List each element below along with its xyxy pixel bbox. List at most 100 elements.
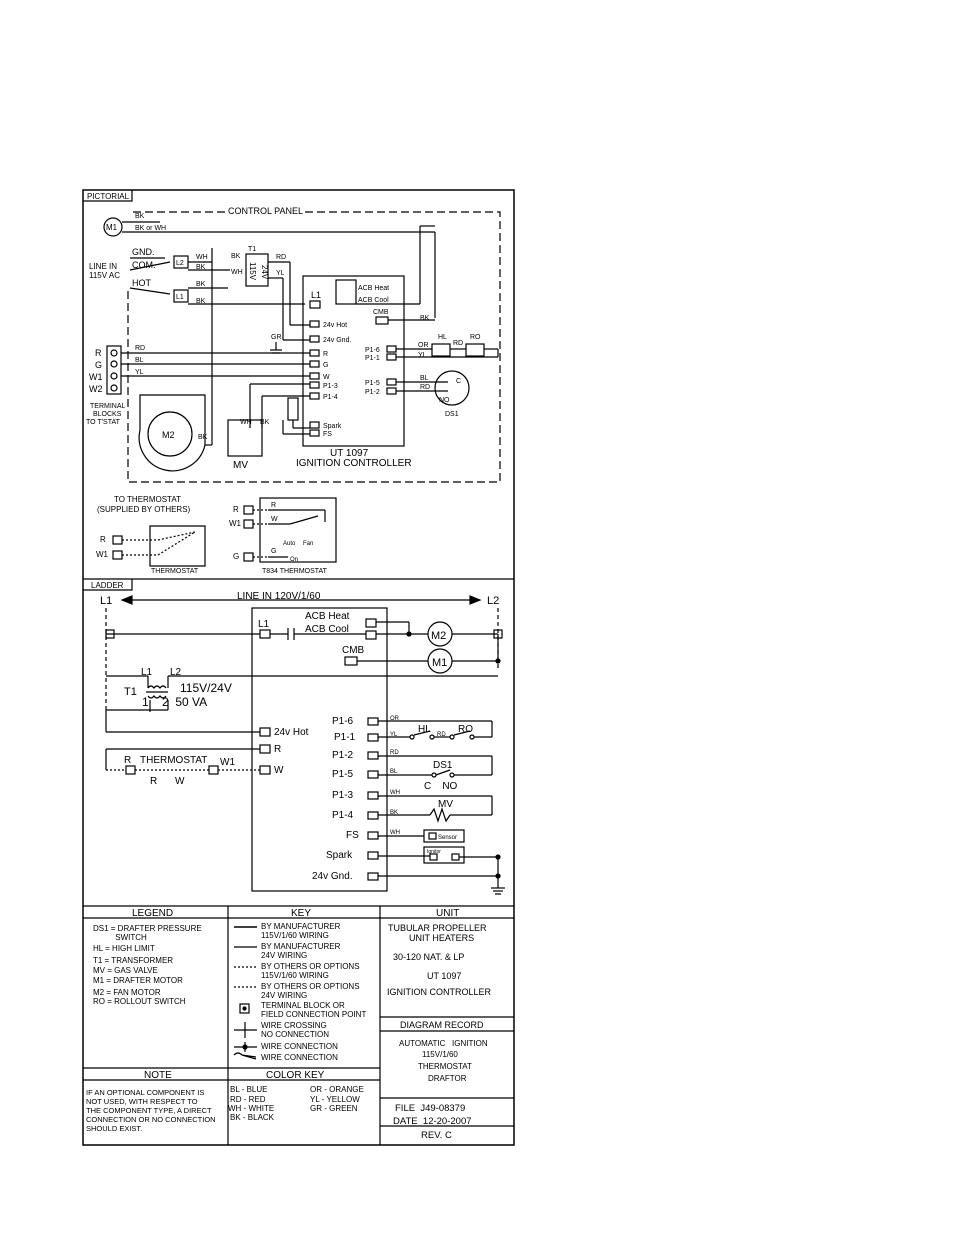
m1-motor-icon xyxy=(103,217,123,237)
diagram-label: TERMINAL BLOCK OR xyxy=(261,1001,345,1010)
diagram-label: BY MANUFACTURER xyxy=(261,922,341,931)
m2-fan-icon xyxy=(138,394,206,472)
diagram-label: FS xyxy=(323,431,332,438)
diagram-label: 24v Hot xyxy=(274,727,309,738)
diagram-label: P1-5 xyxy=(365,380,380,387)
diagram-label: G xyxy=(95,360,102,370)
diagram-label: P1-4 xyxy=(332,810,354,821)
diagram-label: GR xyxy=(271,334,282,341)
diagram-label: FIELD CONNECTION POINT xyxy=(261,1010,366,1019)
diagram-label: RD xyxy=(453,340,463,347)
diagram-label: MV = GAS VALVE xyxy=(93,966,158,975)
diagram-label: RD xyxy=(276,254,286,261)
diagram-label: W1 xyxy=(96,550,109,559)
diagram-label: 115V AC xyxy=(89,271,120,280)
diagram-label: UNIT HEATERS xyxy=(409,933,474,943)
diagram-label: 24V WIRING xyxy=(261,951,307,960)
diagram-label: RO xyxy=(458,724,473,735)
diagram-label: BLOCKS xyxy=(93,411,122,418)
diagram-label: On xyxy=(290,557,298,563)
diagram-label: HL = HIGH LIMIT xyxy=(93,944,155,953)
terminal-block-icon xyxy=(106,345,122,395)
diagram-label: BK xyxy=(231,253,241,260)
diagram-label: ACB Cool xyxy=(305,624,349,635)
diagram-label: BY OTHERS OR OPTIONS xyxy=(261,962,360,971)
diagram-label: C NO xyxy=(424,781,458,792)
diagram-label: BK - BLACK xyxy=(230,1113,275,1122)
diagram-label: HOT xyxy=(132,278,152,288)
diagram-label: BL xyxy=(135,357,144,364)
diagram-label: LINE IN xyxy=(89,262,117,271)
diagram-label: L1 xyxy=(100,595,112,607)
diagram-label: L1 xyxy=(176,294,184,301)
transformer-icon xyxy=(245,253,269,287)
diagram-label: BL - BLUE xyxy=(230,1085,268,1094)
diagram-label: L2 xyxy=(176,260,184,267)
diagram-label: 24v Hot xyxy=(323,322,347,329)
diagram-border xyxy=(82,189,515,1146)
diagram-label: ACB Heat xyxy=(305,611,350,622)
diagram-label: M2 xyxy=(162,430,175,440)
diagram-label: HL xyxy=(438,334,447,341)
ladder-transformer-icon xyxy=(147,685,167,699)
diagram-label: FILE J49-08379 xyxy=(395,1103,465,1114)
diagram-label: M2 = FAN MOTOR xyxy=(93,988,161,997)
diagram-label: P1-6 xyxy=(365,347,380,354)
diagram-label: BY OTHERS OR OPTIONS xyxy=(261,982,360,991)
diagram-label: COLOR KEY xyxy=(266,1070,325,1081)
pictorial-section: PICTORIAL CONTROL PANEL M1 BK BK or WH G… xyxy=(83,190,501,575)
diagram-label: RD xyxy=(135,345,145,352)
diagram-label: T834 THERMOSTAT xyxy=(262,568,328,575)
diagram-label: DRAFTOR xyxy=(428,1074,467,1083)
diagram-label: P1-2 xyxy=(365,389,380,396)
diagram-label: (SUPPLIED BY OTHERS) xyxy=(97,505,191,514)
diagram-label: W xyxy=(274,765,284,776)
diagram-label: TO THERMOSTAT xyxy=(114,495,181,504)
diagram-label: W1 xyxy=(220,757,235,768)
diagram-label: RD xyxy=(390,750,399,756)
diagram-label: BK xyxy=(196,264,206,271)
diagram-label: P1-1 xyxy=(365,355,380,362)
diagram-label: BK xyxy=(420,315,430,322)
diagram-label: DATE 12-20-2007 xyxy=(393,1116,472,1127)
diagram-label: T1 xyxy=(124,686,137,698)
diagram-label: RO xyxy=(470,334,481,341)
ladder-label: LADDER xyxy=(91,581,124,590)
diagram-label: DS1 xyxy=(445,411,459,418)
diagram-label: TUBULAR PROPELLER xyxy=(388,923,487,933)
diagram-label: OR xyxy=(390,716,400,722)
diagram-label: BL xyxy=(420,375,429,382)
diagram-label: WH xyxy=(240,419,252,426)
diagram-label: R xyxy=(95,348,102,358)
diagram-label: P1-1 xyxy=(334,732,356,743)
diagram-label: Sensor xyxy=(438,835,457,841)
unit-title: UNIT xyxy=(436,908,459,919)
diagram-label: BK xyxy=(196,298,206,305)
diagram-label: R xyxy=(274,744,281,755)
diagram-label: 1 2 50 VA xyxy=(142,695,207,709)
diagram-label: L2 xyxy=(170,667,182,678)
diagram-label: MV xyxy=(233,460,248,471)
diagram-label: R xyxy=(323,351,328,358)
diagram-label: DS1 xyxy=(433,760,453,771)
diagram-label: BL xyxy=(390,769,398,775)
diagram-label: Fan xyxy=(303,541,313,547)
diagram-label: NO xyxy=(439,397,450,404)
diagram-label: BK xyxy=(135,213,145,220)
diagram-label: CMB xyxy=(373,309,389,316)
diagram-label: W2 xyxy=(89,384,103,394)
diagram-label: WH xyxy=(196,254,208,261)
diagram-label: T1 = TRANSFORMER xyxy=(93,956,173,965)
diagram-label: BK or WH xyxy=(135,225,166,232)
diagram-label: OR - ORANGE xyxy=(310,1085,364,1094)
diagram-label: THERMOSTAT xyxy=(140,755,207,766)
diagram-label: Spark xyxy=(323,423,342,430)
diagram-label: BK xyxy=(198,434,208,441)
diagram-label: G xyxy=(271,548,276,555)
diagram-label: ACB Heat xyxy=(358,285,389,292)
diagram-label: R xyxy=(124,755,131,766)
diagram-label: WH xyxy=(231,269,243,276)
diagram-label: IF AN OPTIONAL COMPONENT IS xyxy=(86,1088,204,1097)
diagram-label: L1 xyxy=(311,290,321,300)
